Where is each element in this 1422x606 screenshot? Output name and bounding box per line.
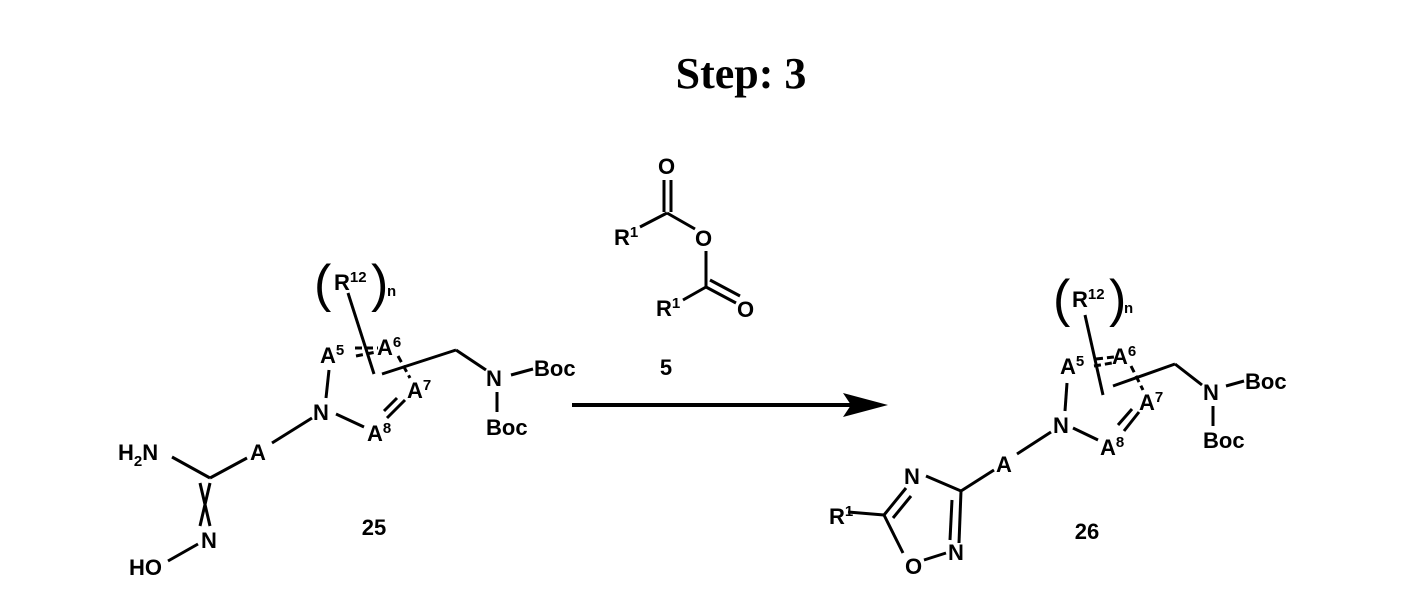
reactant-structure-25: H2N N HO A N A5 A6 A7 A8 ( R12 ) n xyxy=(118,255,576,580)
atom-o-bottom: O xyxy=(737,297,754,322)
bond-a-n xyxy=(1016,430,1052,456)
atom-n-boc: N xyxy=(486,366,502,391)
bond-n4-c3 xyxy=(925,474,962,493)
bond-n-boc1 xyxy=(1225,379,1245,388)
compound-number-25: 25 xyxy=(362,515,386,540)
bond-c-o-bottom-1 xyxy=(705,285,737,305)
atom-ho: HO xyxy=(129,555,162,580)
atom-linker-a: A xyxy=(250,440,266,465)
atom-a7: A7 xyxy=(407,377,431,403)
bond-c-n-oxime-b xyxy=(198,482,212,527)
atom-boc2: Boc xyxy=(486,415,528,440)
bond-a7-a8 xyxy=(1122,411,1141,432)
bond-c-a xyxy=(209,456,248,480)
reaction-arrow xyxy=(572,393,888,417)
bond-n-boc1 xyxy=(510,367,534,377)
atom-a8: A8 xyxy=(1100,434,1124,460)
bond-c3-n2-double xyxy=(948,499,954,541)
bond-r12-ring xyxy=(1083,314,1105,396)
bond-a5-a6-dashed-2 xyxy=(355,350,377,358)
atom-oxime-n: N xyxy=(201,528,217,553)
bond-ring-ch2 xyxy=(381,348,457,376)
paren-open: ( xyxy=(314,255,332,313)
atom-linker-a: A xyxy=(996,452,1012,477)
atom-a5: A5 xyxy=(1060,353,1084,379)
bond-h2n-c xyxy=(171,455,211,480)
bond-n-a5 xyxy=(1063,382,1069,412)
atom-oxadiazole-o: O xyxy=(905,554,922,579)
product-structure-26: R1 N N O A N A5 A6 A7 A8 ( R12 ) n xyxy=(829,270,1287,579)
atom-ring-n: N xyxy=(313,400,329,425)
atom-r12: R12 xyxy=(334,269,367,295)
bond-c3-a xyxy=(960,468,995,493)
bond-ring-ch2 xyxy=(1112,362,1176,388)
atom-boc1: Boc xyxy=(534,356,576,381)
bond-c3-n2 xyxy=(957,490,963,544)
atom-r1-bottom: R1 xyxy=(656,295,680,321)
atom-boc1: Boc xyxy=(1245,369,1287,394)
atom-o-bridge: O xyxy=(695,226,712,251)
compound-number-5: 5 xyxy=(660,355,672,380)
arrow-head-icon xyxy=(843,393,888,417)
bond-c5-n4 xyxy=(882,487,908,516)
paren-close: ) xyxy=(1109,270,1126,328)
atom-a7: A7 xyxy=(1139,389,1163,415)
bond-a5-a6-dashed xyxy=(1095,355,1115,361)
bond-a7-a8-double xyxy=(382,396,399,413)
atom-r1: R1 xyxy=(829,503,853,529)
atom-r1-top: R1 xyxy=(614,224,638,250)
atom-ring-n: N xyxy=(1053,413,1069,438)
subscript-n: n xyxy=(1124,300,1133,317)
atom-a5: A5 xyxy=(320,342,344,368)
bond-a7-a8-double xyxy=(1116,408,1134,426)
paren-close: ) xyxy=(371,255,388,313)
reagent-structure-5: O R1 O R1 O 5 xyxy=(614,154,754,380)
bond-c5-n4-double xyxy=(891,495,913,519)
atom-r12: R12 xyxy=(1072,286,1105,312)
compound-number-26: 26 xyxy=(1075,519,1099,544)
bond-c-r1-top xyxy=(639,211,668,229)
bond-c-r1-bottom xyxy=(682,285,707,302)
atom-o-top: O xyxy=(658,154,675,179)
bond-n2-o1 xyxy=(923,551,947,562)
scheme-title: Step: 3 xyxy=(676,49,807,98)
atom-n-boc: N xyxy=(1203,380,1219,405)
bond-n-a5 xyxy=(324,369,331,399)
atom-boc2: Boc xyxy=(1203,428,1245,453)
bond-a-n xyxy=(271,416,313,445)
atom-a8: A8 xyxy=(367,420,391,446)
bond-n-a8 xyxy=(335,412,365,429)
atom-oxadiazole-n-top: N xyxy=(904,464,920,489)
bond-ch2-n xyxy=(455,348,487,372)
bond-n-a8 xyxy=(1072,426,1099,442)
bond-a7-a8 xyxy=(385,398,407,420)
bond-r12-ring xyxy=(346,292,376,375)
atom-h2n: H2N xyxy=(118,440,158,470)
paren-open: ( xyxy=(1053,270,1071,328)
atom-oxadiazole-n-bottom: N xyxy=(948,540,964,565)
atom-a6: A6 xyxy=(377,334,401,360)
bond-c-o-bottom-2 xyxy=(709,278,741,298)
bond-c-o-bridge xyxy=(666,211,696,231)
atom-a6: A6 xyxy=(1112,343,1136,369)
bond-c5-o1 xyxy=(882,514,905,554)
subscript-n: n xyxy=(387,283,396,300)
bond-r1-c5 xyxy=(847,510,885,517)
bond-n-oh xyxy=(167,542,199,563)
bond-ch2-n xyxy=(1174,362,1203,387)
